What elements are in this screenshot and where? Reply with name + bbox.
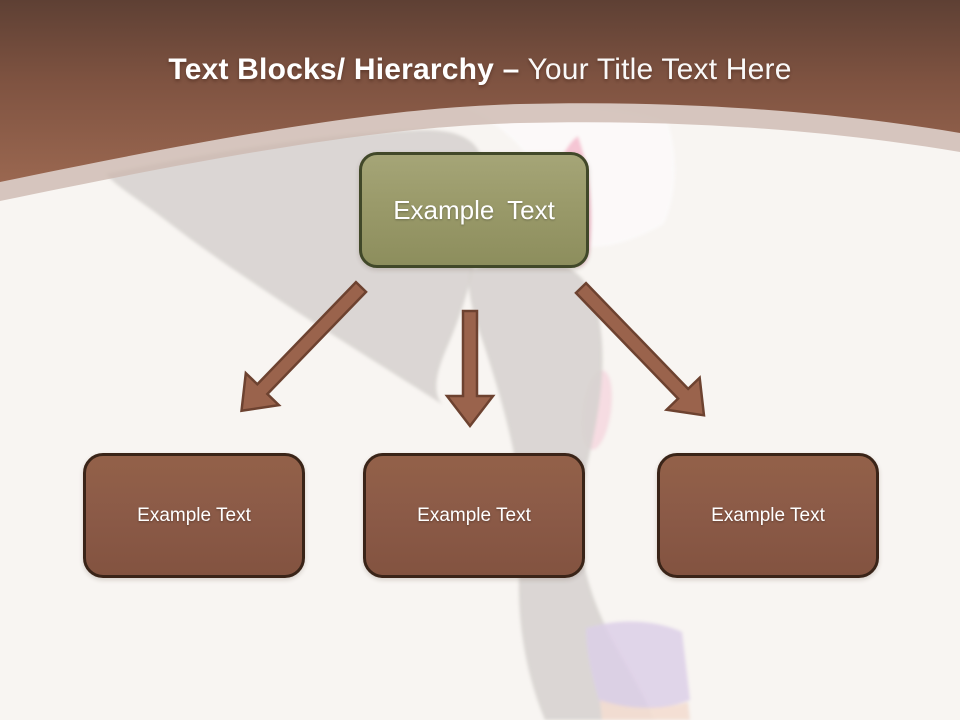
root-text-block-label: Example Text: [393, 194, 555, 225]
title-bold-text: Text Blocks/ Hierarchy –: [168, 53, 520, 86]
arrow-left: [240, 280, 368, 413]
root-text-block[interactable]: Example Text: [359, 152, 589, 268]
title-regular-text: Your Title Text Here: [519, 53, 792, 86]
ankle-skin-shape: [600, 700, 690, 720]
child-text-block-middle[interactable]: Example Text: [363, 453, 585, 578]
lavender-legging-shape: [586, 621, 690, 710]
child-text-block-right[interactable]: Example Text: [657, 453, 879, 578]
child-text-block-label: Example Text: [417, 504, 531, 526]
pink-accent-shape: [582, 370, 612, 450]
child-text-block-label: Example Text: [711, 504, 825, 526]
child-text-block-label: Example Text: [137, 504, 251, 526]
arrow-middle: [444, 309, 496, 429]
arrow-right: [574, 281, 706, 417]
child-text-block-left[interactable]: Example Text: [83, 453, 305, 578]
slide-title: Text Blocks/ Hierarchy – Your Title Text…: [0, 50, 960, 90]
